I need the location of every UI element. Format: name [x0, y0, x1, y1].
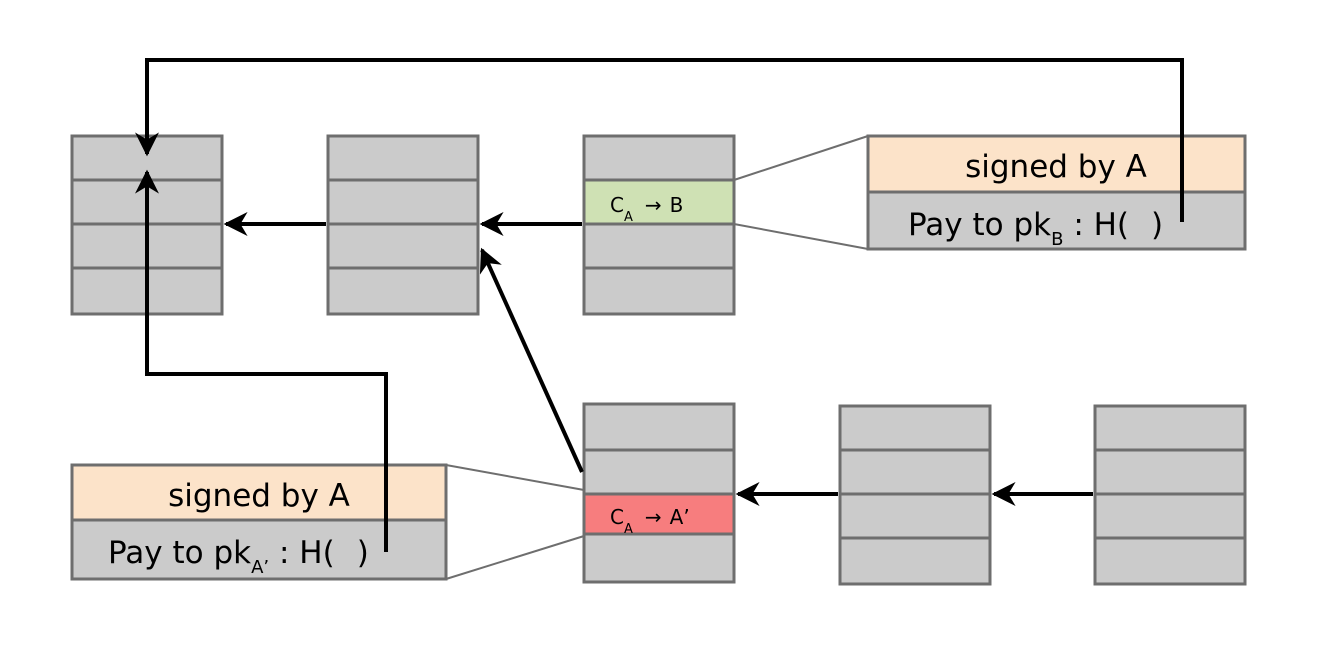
signed-by-label-bottom: signed by A	[168, 478, 350, 514]
zoom-line-bottom-lower	[445, 535, 585, 580]
tx-pay-a-label: CA→A’	[610, 505, 690, 537]
zoom-line-bottom-upper	[445, 464, 585, 491]
pay-box-bottom	[70, 518, 448, 581]
zoom-line-top-lower	[733, 223, 869, 250]
hash-pointer-top	[135, 58, 1184, 222]
pay-to-label-bottom: Pay to pkA’ : H()	[108, 535, 369, 578]
signed-by-label-top: signed by A	[965, 149, 1147, 185]
zoom-line-top-upper	[733, 135, 869, 181]
hash-pointer-bottom	[135, 169, 388, 552]
block-5-fork	[1093, 404, 1247, 586]
block-3-fork	[582, 402, 736, 584]
arrow-fork-to-block2	[479, 247, 584, 473]
block-2	[326, 134, 480, 316]
signed-panel-bottom	[70, 463, 448, 581]
tx-pay-b-label: CA→B	[610, 193, 683, 225]
block-3-top	[582, 134, 736, 316]
tx-pay-a-highlight	[582, 492, 736, 536]
block-4-fork	[838, 404, 992, 586]
pay-to-label-top: Pay to pkB : H()	[908, 207, 1163, 250]
